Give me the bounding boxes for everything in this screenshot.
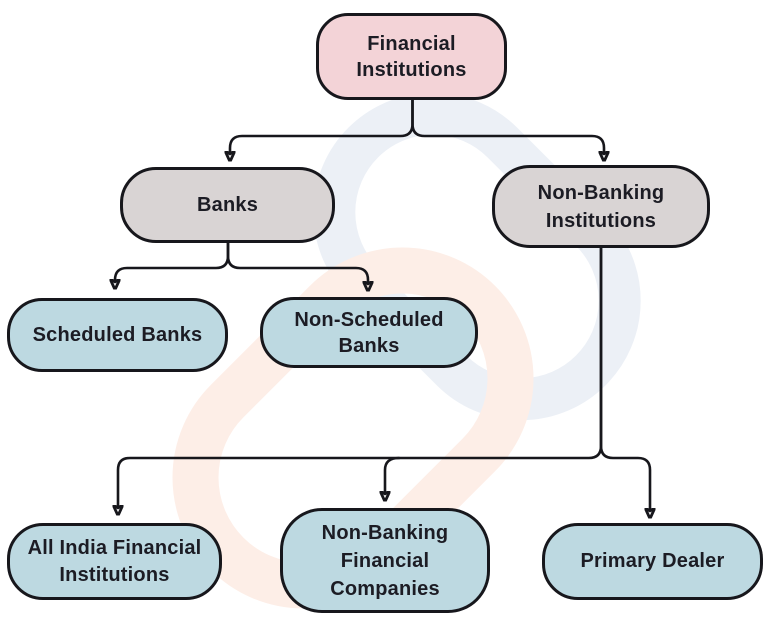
- edge-non-banking-institutions-to-primary-dealer: [599, 246, 650, 510]
- node-financial-institutions-label: Financial Institutions: [356, 32, 467, 81]
- node-non-banking-financial-companies-label: Non-Banking Financial Companies: [321, 521, 449, 600]
- edge-financial-institutions-to-banks: [230, 98, 414, 153]
- node-all-india-financial-institutions: All India Financial Institutions: [7, 523, 222, 600]
- node-primary-dealer-label: Primary Dealer: [580, 550, 725, 572]
- node-non-banking-institutions: Non-Banking Institutions: [492, 165, 710, 248]
- node-non-banking-institutions-label: Non-Banking Institutions: [537, 181, 665, 232]
- edge-banks-to-non-scheduled-banks: [226, 241, 368, 283]
- node-non-scheduled-banks-label: Non-Scheduled Banks: [294, 308, 444, 357]
- edge-non-banking-institutions-to-all-india-financial-institutions: [118, 246, 603, 507]
- node-non-banking-financial-companies: Non-Banking Financial Companies: [280, 508, 490, 613]
- node-banks-label: Banks: [196, 193, 259, 216]
- edge-financial-institutions-to-non-banking-institutions: [411, 98, 605, 153]
- node-non-scheduled-banks: Non-Scheduled Banks: [260, 297, 478, 368]
- node-scheduled-banks-label: Scheduled Banks: [32, 323, 203, 346]
- node-primary-dealer: Primary Dealer: [542, 523, 763, 600]
- node-banks: Banks: [120, 167, 335, 243]
- node-financial-institutions: Financial Institutions: [316, 13, 507, 100]
- edge-banks-to-scheduled-banks: [115, 241, 230, 281]
- edge-non-banking-institutions-to-non-banking-financial-companies: [385, 456, 401, 493]
- node-scheduled-banks: Scheduled Banks: [7, 298, 228, 372]
- node-all-india-financial-institutions-label: All India Financial Institutions: [27, 536, 202, 586]
